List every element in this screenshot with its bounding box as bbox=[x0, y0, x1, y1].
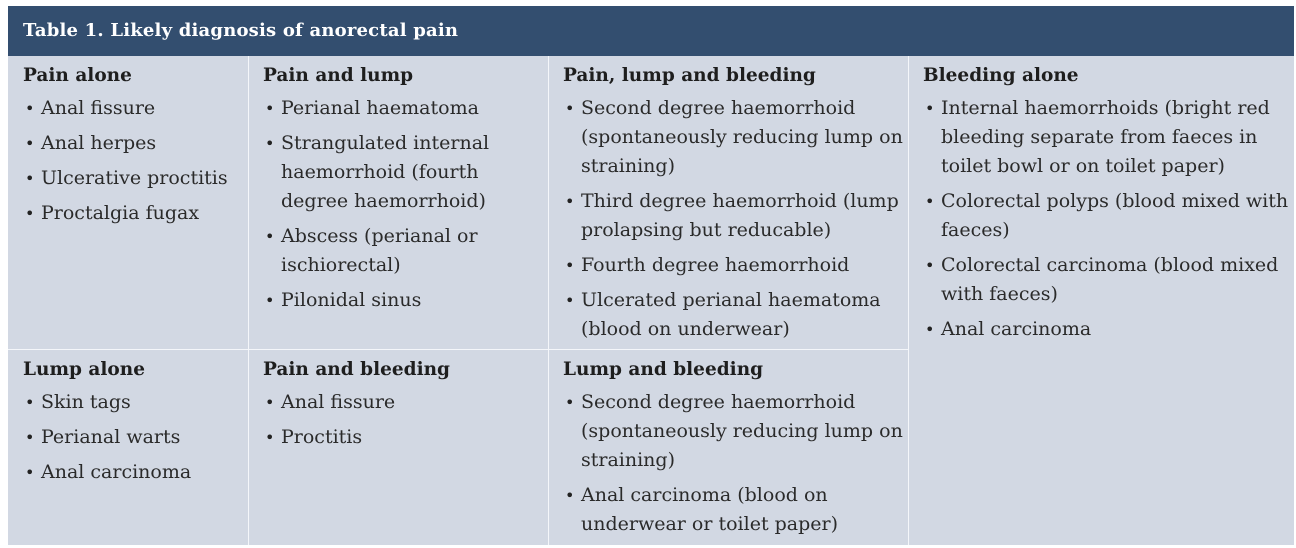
list-item-text: Anal herpes bbox=[41, 132, 157, 154]
list-item: • Internal haemorrhoids (bright red bleed… bbox=[923, 94, 1294, 181]
bullet-icon: • bbox=[25, 99, 35, 118]
cell-heading: Lump and bleeding bbox=[563, 359, 764, 380]
diagnosis-list: • Second degree haemorrhoid (spontaneousl… bbox=[563, 94, 908, 344]
list-item-text: Perianal warts bbox=[41, 426, 181, 448]
bullet-icon: • bbox=[25, 428, 35, 447]
bullet-icon: • bbox=[265, 134, 275, 153]
row-divider bbox=[8, 349, 908, 350]
diagnosis-list: • Second degree haemorrhoid (spontaneousl… bbox=[563, 388, 908, 539]
list-item-text: Colorectal carcinoma (blood mixed with f… bbox=[941, 254, 1279, 305]
list-item: • Pilonidal sinus bbox=[263, 286, 548, 315]
diagnosis-table: Table 1. Likely diagnosis of anorectal p… bbox=[8, 6, 1294, 545]
diagnosis-list: • Skin tags • Perianal warts • Anal carcinoma bbox=[23, 388, 248, 487]
bullet-icon: • bbox=[925, 192, 935, 211]
bullet-icon: • bbox=[925, 256, 935, 275]
list-item-text: Strangulated internal haemorrhoid (fourt… bbox=[281, 132, 490, 212]
bullet-icon: • bbox=[925, 320, 935, 339]
list-item-text: Second degree haemorrhoid (spontaneously… bbox=[581, 97, 903, 177]
list-item: • Colorectal carcinoma (blood mixed with … bbox=[923, 251, 1294, 309]
list-item-text: Proctalgia fugax bbox=[41, 202, 200, 224]
bullet-icon: • bbox=[265, 291, 275, 310]
list-item-text: Anal fissure bbox=[41, 97, 156, 119]
bullet-icon: • bbox=[565, 192, 575, 211]
bullet-icon: • bbox=[565, 393, 575, 412]
bullet-icon: • bbox=[25, 134, 35, 153]
list-item: • Anal herpes bbox=[23, 129, 248, 158]
list-item-text: Anal carcinoma bbox=[941, 318, 1092, 340]
bullet-icon: • bbox=[25, 463, 35, 482]
column-divider bbox=[248, 56, 249, 545]
bullet-icon: • bbox=[25, 169, 35, 188]
column-divider bbox=[548, 56, 549, 545]
bullet-icon: • bbox=[565, 256, 575, 275]
list-item: • Ulcerated perianal haematoma (blood on … bbox=[563, 286, 908, 344]
list-item-text: Anal carcinoma bbox=[41, 461, 192, 483]
list-item: • Second degree haemorrhoid (spontaneousl… bbox=[563, 388, 908, 475]
diagnosis-list: • Internal haemorrhoids (bright red bleed… bbox=[923, 94, 1294, 344]
list-item-text: Second degree haemorrhoid (spontaneously… bbox=[581, 391, 903, 471]
diagnosis-list: • Anal fissure • Anal herpes • Ulcerative pro… bbox=[23, 94, 248, 228]
list-item-text: Internal haemorrhoids (bright red bleedi… bbox=[941, 97, 1270, 177]
list-item: • Colorectal polyps (blood mixed with fae… bbox=[923, 187, 1294, 245]
list-item: • Anal fissure bbox=[23, 94, 248, 123]
list-item-text: Proctitis bbox=[281, 426, 363, 448]
list-item: • Fourth degree haemorrhoid bbox=[563, 251, 908, 280]
list-item-text: Anal fissure bbox=[281, 391, 396, 413]
list-item-text: Ulcerated perianal haematoma (blood on u… bbox=[581, 289, 881, 340]
list-item-text: Fourth degree haemorrhoid bbox=[581, 254, 850, 276]
bullet-icon: • bbox=[265, 99, 275, 118]
column-divider bbox=[908, 56, 909, 545]
cell-heading: Lump alone bbox=[23, 359, 145, 380]
bullet-icon: • bbox=[565, 99, 575, 118]
list-item: • Skin tags bbox=[23, 388, 248, 417]
cell-lump-alone: Lump alone • Skin tags • Perianal warts • Ana… bbox=[8, 350, 248, 545]
list-item-text: Perianal haematoma bbox=[281, 97, 479, 119]
cell-heading: Pain and bleeding bbox=[263, 359, 450, 380]
cell-heading: Pain, lump and bleeding bbox=[563, 65, 816, 86]
list-item-text: Pilonidal sinus bbox=[281, 289, 422, 311]
diagnosis-list: • Anal fissure • Proctitis bbox=[263, 388, 548, 452]
list-item: • Anal fissure bbox=[263, 388, 548, 417]
list-item: • Perianal haematoma bbox=[263, 94, 548, 123]
table-title: Table 1. Likely diagnosis of anorectal p… bbox=[8, 6, 1294, 56]
bullet-icon: • bbox=[565, 291, 575, 310]
cell-pain-alone: Pain alone • Anal fissure • Anal herpes • Ulc… bbox=[8, 56, 248, 349]
list-item: • Proctalgia fugax bbox=[23, 199, 248, 228]
list-item-text: Anal carcinoma (blood on underwear or to… bbox=[581, 484, 839, 535]
list-item: • Strangulated internal haemorrhoid (four… bbox=[263, 129, 548, 216]
list-item: • Proctitis bbox=[263, 423, 548, 452]
list-item-text: Third degree haemorrhoid (lump prolapsin… bbox=[581, 190, 899, 241]
list-item: • Anal carcinoma bbox=[923, 315, 1294, 344]
cell-pain-and-bleeding: Pain and bleeding • Anal fissure • Proctiti… bbox=[248, 350, 548, 545]
list-item: • Ulcerative proctitis bbox=[23, 164, 248, 193]
list-item: • Second degree haemorrhoid (spontaneousl… bbox=[563, 94, 908, 181]
cell-heading: Pain alone bbox=[23, 65, 132, 86]
list-item: • Perianal warts bbox=[23, 423, 248, 452]
cell-pain-lump-bleeding: Pain, lump and bleeding • Second degree h… bbox=[548, 56, 908, 349]
list-item: • Third degree haemorrhoid (lump prolapsi… bbox=[563, 187, 908, 245]
bullet-icon: • bbox=[925, 99, 935, 118]
cell-bleeding-alone: Bleeding alone • Internal haemorrhoids (b… bbox=[908, 56, 1294, 545]
bullet-icon: • bbox=[265, 428, 275, 447]
cell-heading: Pain and lump bbox=[263, 65, 414, 86]
bullet-icon: • bbox=[265, 393, 275, 412]
bullet-icon: • bbox=[25, 204, 35, 223]
bullet-icon: • bbox=[25, 393, 35, 412]
list-item: • Anal carcinoma bbox=[23, 458, 248, 487]
cell-heading: Bleeding alone bbox=[923, 65, 1079, 86]
list-item: • Anal carcinoma (blood on underwear or t… bbox=[563, 481, 908, 539]
list-item: • Abscess (perianal or ischiorectal) bbox=[263, 222, 548, 280]
bullet-icon: • bbox=[565, 486, 575, 505]
diagnosis-list: • Perianal haematoma • Strangulated interna… bbox=[263, 94, 548, 315]
list-item-text: Colorectal polyps (blood mixed with faec… bbox=[941, 190, 1289, 241]
list-item-text: Abscess (perianal or ischiorectal) bbox=[281, 225, 478, 276]
bullet-icon: • bbox=[265, 227, 275, 246]
list-item-text: Skin tags bbox=[41, 391, 131, 413]
cell-pain-and-lump: Pain and lump • Perianal haematoma • Strang… bbox=[248, 56, 548, 349]
cell-lump-and-bleeding: Lump and bleeding • Second degree haemorr… bbox=[548, 350, 908, 545]
list-item-text: Ulcerative proctitis bbox=[41, 167, 228, 189]
